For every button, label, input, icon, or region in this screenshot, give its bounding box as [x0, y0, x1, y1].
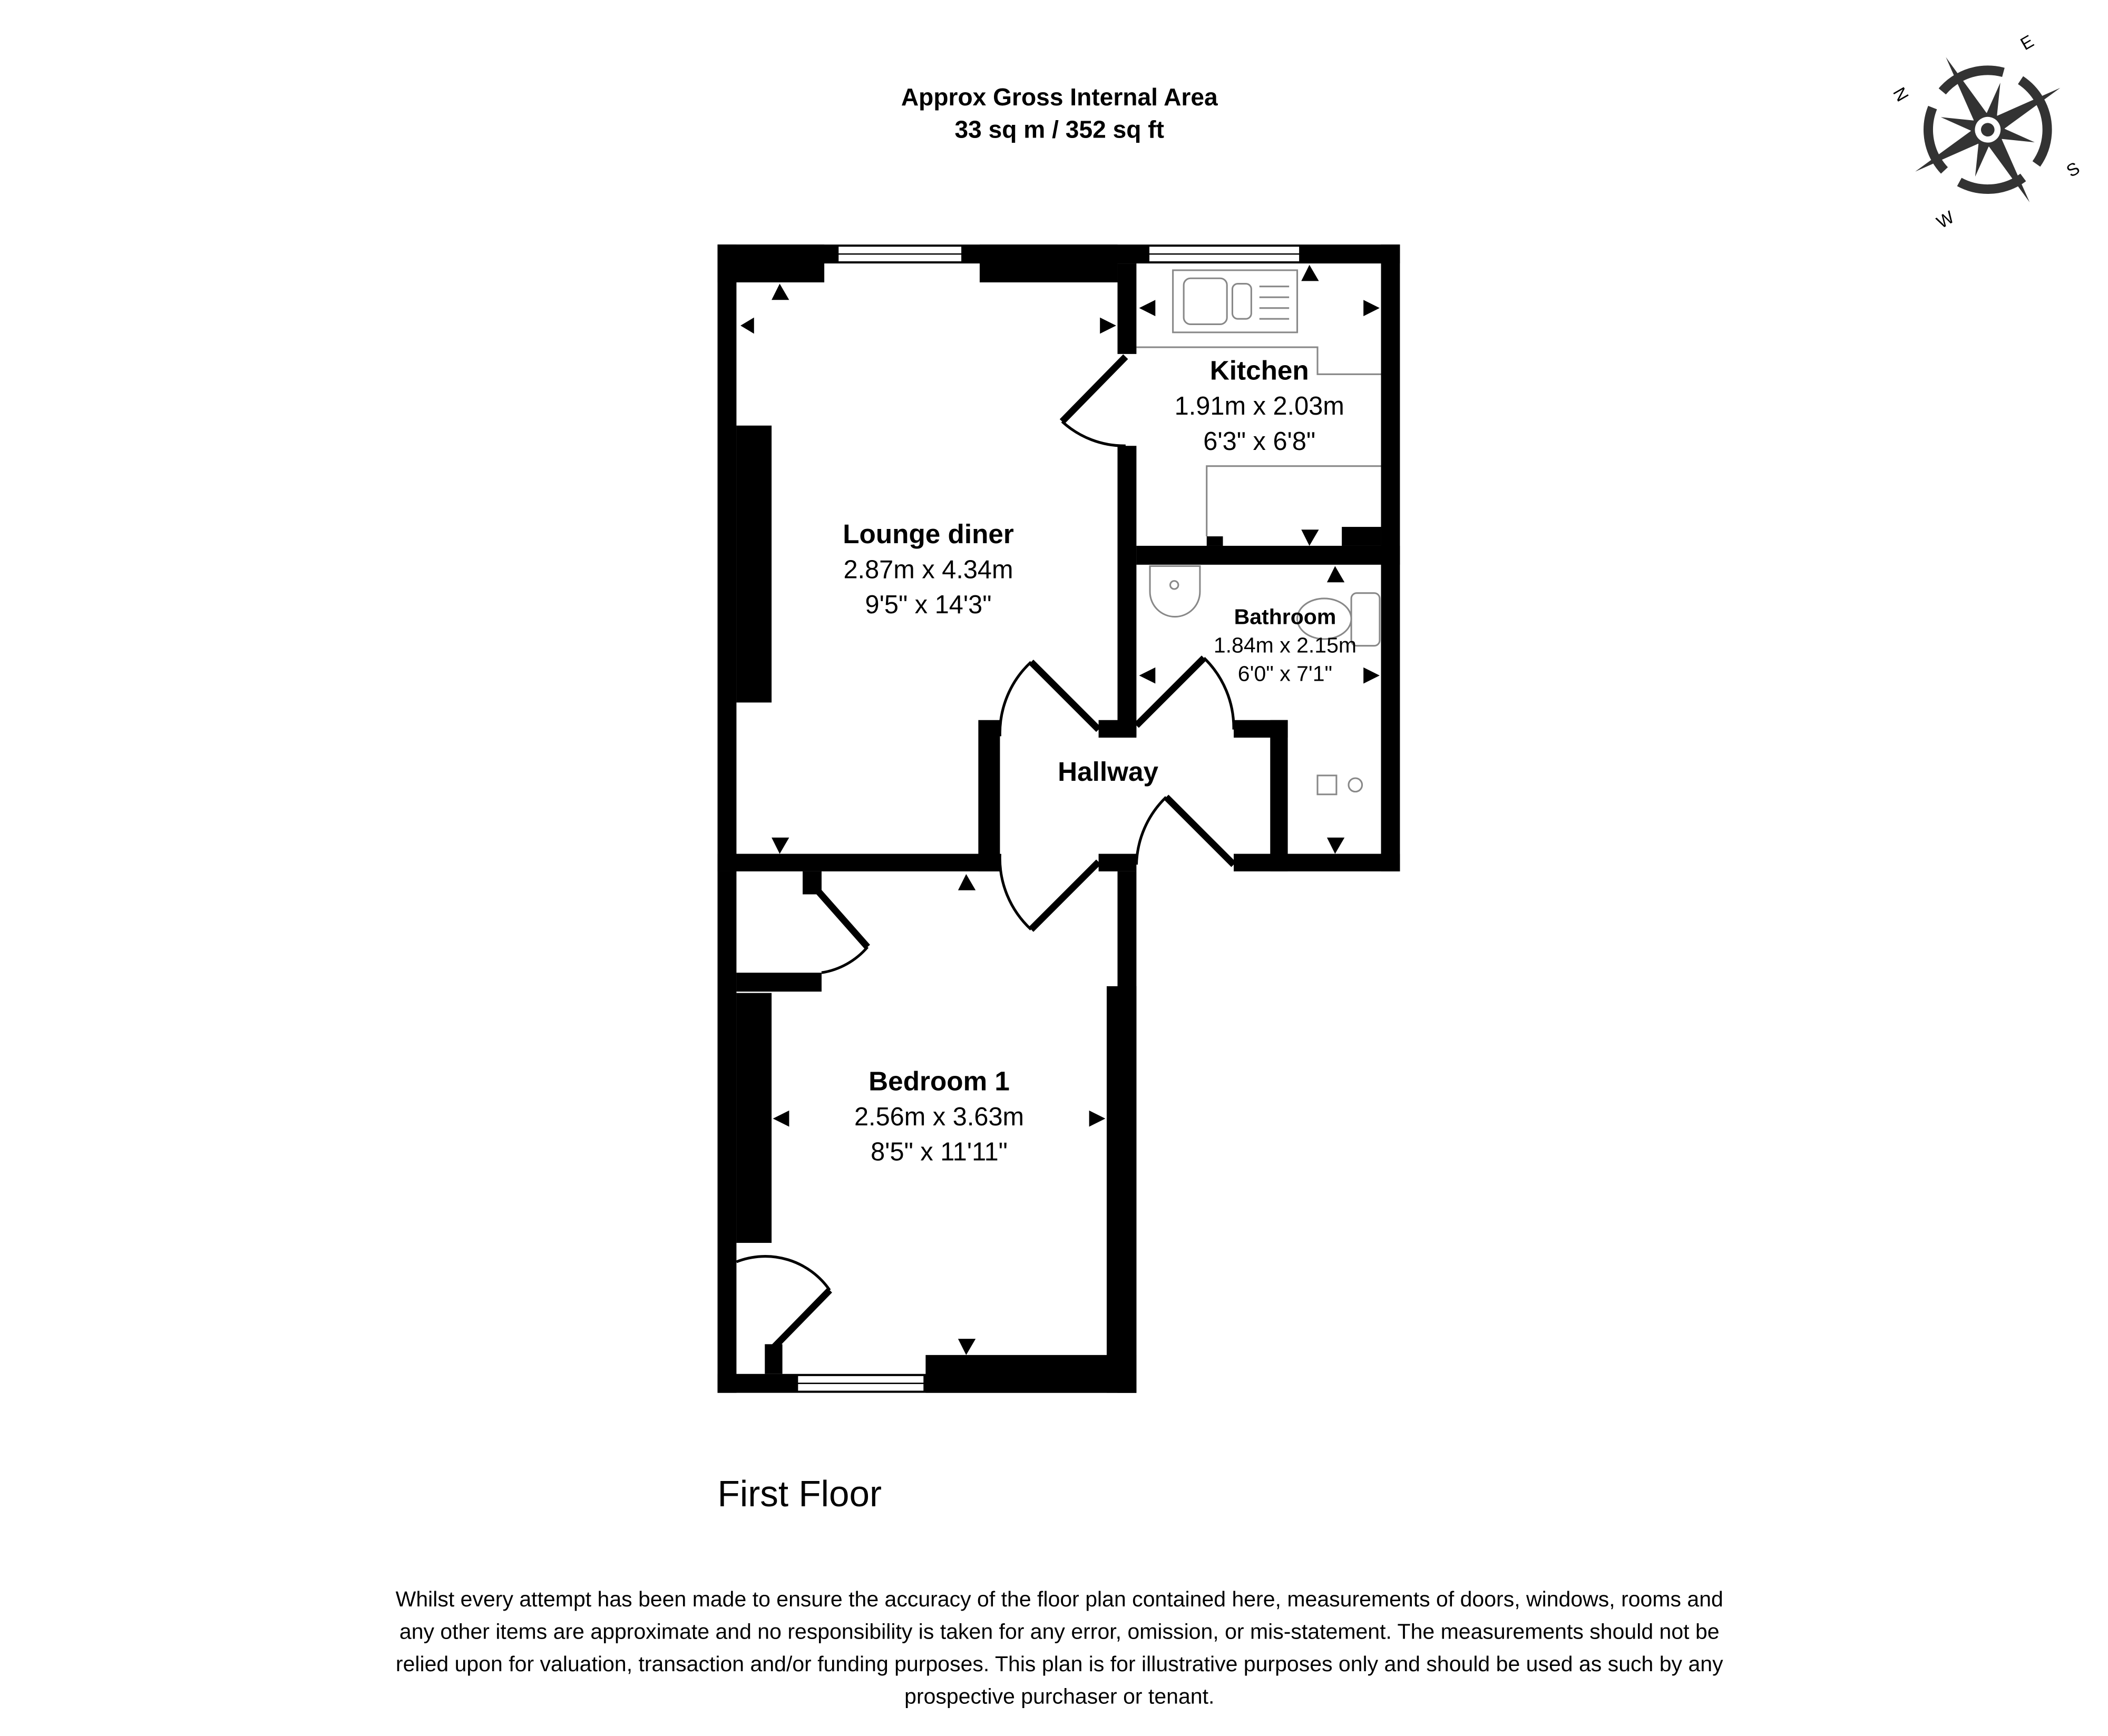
kitchen-worktops: [1136, 346, 1381, 537]
room-imperial: 6'3" x 6'8": [1203, 427, 1315, 456]
basin-icon: [1149, 565, 1201, 618]
room-metric: 1.91m x 2.03m: [1175, 392, 1344, 420]
toilet-icon: [1296, 592, 1381, 647]
dimension-arrows: [740, 264, 1380, 1355]
area-title: Approx Gross Internal Area: [901, 83, 1218, 111]
room-hallway: Hallway: [1058, 757, 1158, 787]
kitchen-sink-icon: [1172, 269, 1299, 334]
room-name: Lounge diner: [843, 519, 1014, 549]
room-bedroom: Bedroom 1 2.56m x 3.63m 8'5" x 11'11": [854, 1066, 1024, 1166]
room-kitchen: Kitchen 1.91m x 2.03m 6'3" x 6'8": [1175, 356, 1344, 456]
room-imperial: 8'5" x 11'11": [871, 1138, 1008, 1166]
room-bathroom: Bathroom 1.84m x 2.15m 6'0" x 7'1": [1214, 605, 1356, 686]
room-metric: 2.56m x 3.63m: [854, 1103, 1024, 1131]
windows: [796, 245, 1301, 1392]
compass-w: W: [1934, 207, 1958, 232]
room-lounge: Lounge diner 2.87m x 4.34m 9'5" x 14'3": [843, 519, 1014, 619]
disclaimer-line: prospective purchaser or tenant.: [904, 1684, 1214, 1708]
room-name: Kitchen: [1210, 356, 1309, 386]
room-imperial: 9'5" x 14'3": [865, 591, 992, 619]
compass-s: S: [2063, 159, 2083, 181]
compass-n: N: [1889, 84, 1912, 105]
compass-icon: [1915, 57, 2061, 202]
room-metric: 1.84m x 2.15m: [1214, 633, 1356, 658]
disclaimer: Whilst every attempt has been made to en…: [396, 1587, 1723, 1709]
walls: [717, 244, 1400, 1393]
room-metric: 2.87m x 4.34m: [843, 556, 1013, 584]
disclaimer-line: any other items are approximate and no r…: [399, 1619, 1720, 1643]
room-name: Bedroom 1: [868, 1066, 1010, 1096]
doors: [736, 354, 1236, 1351]
compass-e: E: [2017, 32, 2037, 54]
room-imperial: 6'0" x 7'1": [1238, 661, 1332, 685]
floor-label: First Floor: [718, 1473, 882, 1514]
room-name: Bathroom: [1234, 605, 1336, 629]
area-value: 33 sq m / 352 sq ft: [955, 116, 1165, 143]
shower-drain-icon: [1316, 774, 1363, 796]
disclaimer-line: relied upon for valuation, transaction a…: [396, 1652, 1723, 1676]
disclaimer-line: Whilst every attempt has been made to en…: [396, 1587, 1723, 1611]
